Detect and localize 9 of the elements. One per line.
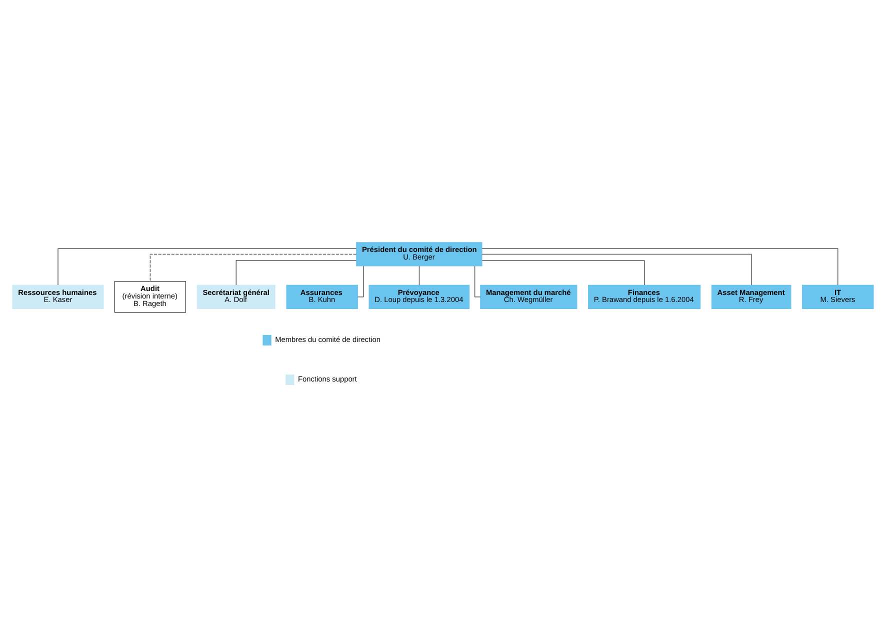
- connector: [474, 265, 481, 297]
- connector: [358, 265, 364, 297]
- connector: [482, 253, 752, 285]
- connector: [236, 260, 356, 285]
- connector: [482, 248, 838, 285]
- connector: [418, 265, 420, 285]
- connector: [482, 260, 645, 285]
- connector: [58, 248, 357, 285]
- connector: [150, 253, 357, 282]
